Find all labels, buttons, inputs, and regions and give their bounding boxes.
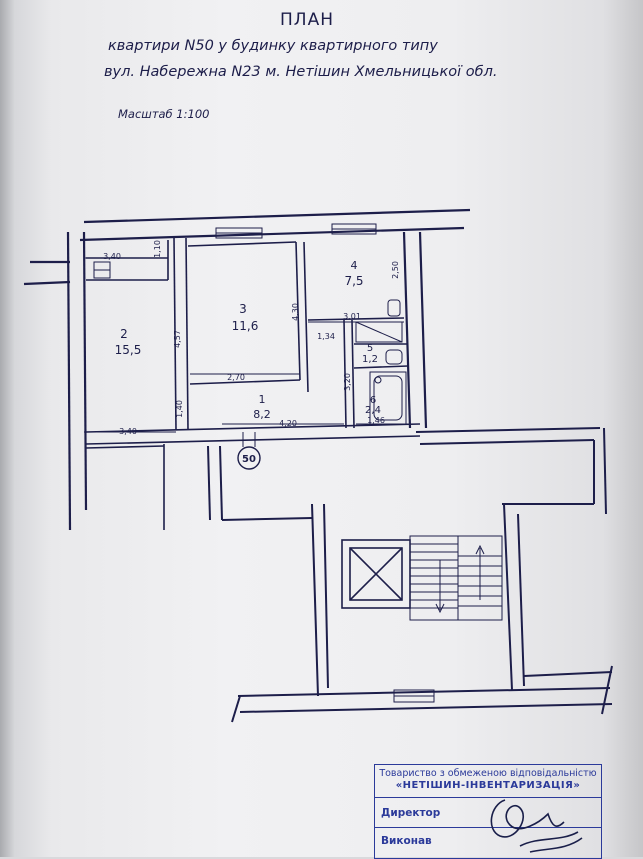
dimension-label: 3,20 <box>343 373 352 391</box>
dimension-label: 2,70 <box>227 373 245 382</box>
apartment-description: квартири N50 у будинку квартирного типу <box>108 38 438 54</box>
stamp-divider <box>375 827 601 828</box>
stair-window <box>393 689 435 703</box>
interior-walls <box>85 237 421 530</box>
dimension-ticks <box>84 257 408 433</box>
dimension-label: 1,10 <box>153 240 162 258</box>
scale-label: Масштаб 1:100 <box>118 107 210 121</box>
room-number-2: 2 <box>120 327 128 341</box>
room-area-3: 11,6 <box>232 319 259 333</box>
dimension-label: 1,34 <box>317 332 335 341</box>
room-number-4: 4 <box>351 259 358 272</box>
room-area-2: 15,5 <box>115 343 142 357</box>
stairs <box>409 535 503 621</box>
dimension-label: 1,40 <box>175 400 184 418</box>
room-number-3: 3 <box>239 302 247 316</box>
room-area-5: 1,2 <box>362 354 378 365</box>
dimension-label: 2,50 <box>391 261 400 279</box>
apartment-marker-circle <box>237 446 261 470</box>
plan-title: ПЛАН <box>280 10 334 30</box>
stair-hall <box>207 427 613 723</box>
room-area-4: 7,5 <box>344 274 363 288</box>
room-number-1: 1 <box>259 393 266 406</box>
dimension-label: 3,40 <box>103 252 121 261</box>
windows <box>93 223 377 279</box>
stamp-divider <box>375 797 601 798</box>
dimension-label: 1,46 <box>367 416 385 425</box>
page-binding <box>0 0 14 857</box>
address-line: вул. Набережна N23 м. Нетішин Хмельницьк… <box>104 64 498 80</box>
dimension-label: 4,30 <box>291 303 300 321</box>
dimension-label: 4,20 <box>279 419 297 428</box>
room-area-1: 8,2 <box>253 408 271 421</box>
room-area-6: 2,4 <box>365 405 381 416</box>
stamp-org-line1: Товариство з обмеженою відповідальністю <box>379 768 597 779</box>
stamp-executor-label: Виконав <box>381 835 432 847</box>
stamp-director-label: Директор <box>381 807 441 819</box>
dimension-label: 3,40 <box>119 427 137 436</box>
dimension-label: 3,01 <box>343 312 361 321</box>
stamp-org-line2: «НЕТІШИН-ІНВЕНТАРИЗАЦІЯ» <box>395 780 581 791</box>
room-number-5: 5 <box>367 343 373 354</box>
room-number-6: 6 <box>370 395 376 406</box>
page-shadow <box>603 0 643 857</box>
apartment-marker-number: 50 <box>242 454 256 465</box>
dimension-label: 4,57 <box>173 330 182 348</box>
exterior-walls <box>23 208 471 531</box>
